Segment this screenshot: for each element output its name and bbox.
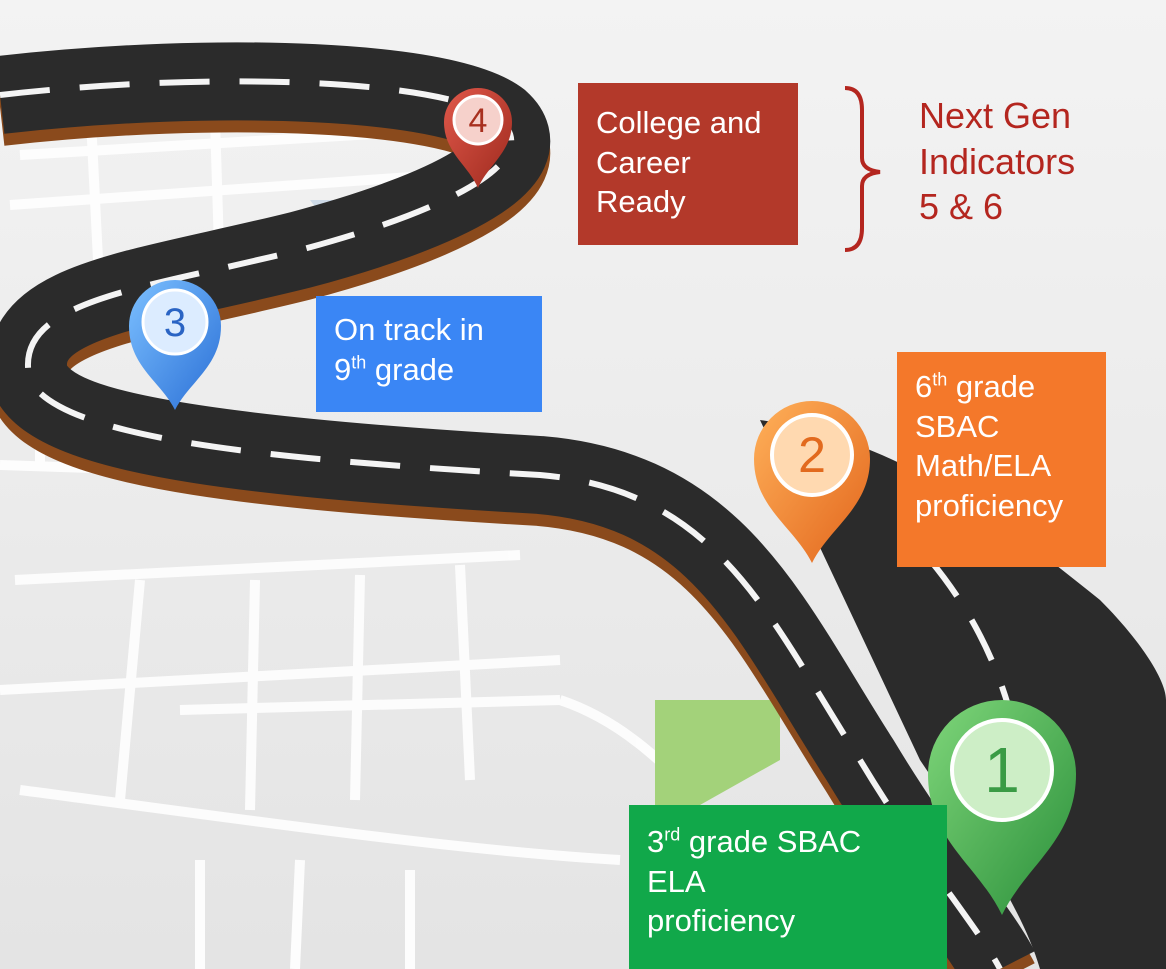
milestone-4-line2: Career bbox=[596, 144, 691, 180]
next-gen-label: Next Gen Indicators 5 & 6 bbox=[919, 93, 1075, 230]
milestone-2-line1: 6th grade bbox=[915, 369, 1036, 404]
orange-map-pin-icon: 2 bbox=[754, 401, 870, 563]
road-lower-right bbox=[760, 420, 1166, 969]
milestone-3-line2: 9th grade bbox=[334, 351, 455, 387]
milestone-2-line4: proficiency bbox=[915, 488, 1064, 524]
milestone-3-box: On track in 9th grade bbox=[316, 296, 542, 412]
next-gen-line3: 5 & 6 bbox=[919, 186, 1004, 228]
milestone-3-line1: On track in bbox=[334, 312, 484, 347]
milestone-1-line3: proficiency bbox=[647, 903, 796, 939]
milestone-2-line3: Math/ELA bbox=[915, 448, 1052, 484]
milestone-1-line2: ELA bbox=[647, 863, 706, 899]
green-park bbox=[655, 700, 780, 805]
next-gen-line2: Indicators bbox=[919, 140, 1076, 182]
pin-number-3: 3 bbox=[164, 301, 186, 345]
milestone-1-box: 3rd grade SBAC ELA proficiency bbox=[629, 805, 947, 969]
milestone-4-line3: Ready bbox=[596, 184, 686, 220]
milestone-2-line2: SBAC bbox=[915, 408, 1000, 444]
next-gen-line1: Next Gen bbox=[919, 95, 1072, 136]
red-map-pin-icon: 4 bbox=[444, 88, 512, 188]
milestone-4-box: College and Career Ready bbox=[578, 83, 798, 245]
bracket-icon bbox=[844, 86, 881, 252]
milestone-2-box: 6th grade SBAC Math/ELA proficiency bbox=[897, 352, 1106, 567]
milestone-1-line1: 3rd grade SBAC bbox=[647, 824, 862, 859]
milestone-4-line1: College and bbox=[596, 105, 762, 140]
pin-number-4: 4 bbox=[469, 102, 488, 140]
blue-map-pin-icon: 3 bbox=[129, 280, 221, 410]
green-map-pin-icon: 1 bbox=[928, 700, 1076, 915]
pin-number-2: 2 bbox=[798, 427, 826, 483]
pin-number-1: 1 bbox=[984, 734, 1020, 806]
